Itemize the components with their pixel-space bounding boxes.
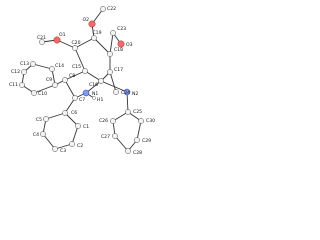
atom-label-c24: C24 — [121, 90, 130, 96]
atom-c7 — [72, 95, 78, 101]
bond-c18-c23 — [109, 32, 114, 55]
atom-c6 — [62, 110, 68, 116]
atom-c3 — [52, 146, 58, 152]
atom-o3 — [117, 40, 125, 48]
atom-c1 — [75, 123, 81, 129]
atom-c15 — [82, 68, 88, 74]
atom-c11 — [19, 82, 25, 88]
atom-c20 — [72, 45, 78, 51]
atom-label-c1: C1 — [83, 124, 89, 130]
atom-c18 — [107, 51, 113, 57]
atom-c10 — [31, 90, 37, 96]
bond-c27-c28 — [114, 135, 129, 152]
atom-label-o1: O1 — [59, 32, 66, 38]
bond-c20-c19 — [74, 37, 95, 49]
bond-c19-c18 — [93, 37, 111, 55]
atom-label-c4: C4 — [33, 132, 39, 138]
bond-c16-c15 — [84, 70, 102, 82]
atom-c25 — [125, 109, 131, 115]
atom-label-c15: C15 — [72, 64, 81, 70]
atom-label-c23: C23 — [117, 26, 126, 32]
atom-label-c7: C7 — [79, 97, 85, 103]
atom-c24 — [113, 89, 119, 95]
atom-label-o2: O2 — [82, 17, 89, 23]
atom-label-h1: H1 — [97, 97, 103, 103]
atom-c19 — [91, 35, 97, 41]
bond-c3-c4 — [42, 133, 56, 150]
atom-label-c20: C20 — [71, 40, 80, 46]
bond-c14-c13 — [32, 63, 53, 70]
atom-o1 — [53, 36, 61, 44]
atom-label-n2: N2 — [132, 91, 138, 97]
atom-label-n1: N1 — [92, 91, 98, 97]
bond-c15-c20 — [74, 47, 86, 72]
bond-n2-c25 — [126, 91, 129, 113]
atom-label-c8: C8 — [69, 73, 75, 79]
atom-c23 — [110, 30, 116, 36]
bond-c10-c9 — [33, 84, 56, 94]
atom-c9 — [52, 82, 58, 88]
atom-label-c26: C26 — [99, 118, 108, 124]
bond-c6-c1 — [64, 112, 79, 127]
atom-c30 — [138, 118, 144, 124]
atom-c21 — [39, 39, 45, 45]
atom-layer — [19, 6, 144, 154]
bond-c7-c8 — [64, 79, 76, 99]
atom-c13 — [30, 61, 36, 67]
bond-c7-c6 — [64, 97, 76, 114]
atom-label-c5: C5 — [36, 117, 42, 123]
atom-c5 — [43, 116, 49, 122]
atom-c16 — [98, 78, 104, 84]
bond-c5-c6 — [45, 112, 66, 120]
bond-c29-c30 — [136, 120, 142, 141]
atom-label-c30: C30 — [146, 118, 155, 124]
bond-c16-n2 — [100, 80, 128, 93]
atom-c27 — [112, 133, 118, 139]
atom-c29 — [134, 137, 140, 143]
atom-n1 — [82, 89, 90, 97]
atom-c2 — [69, 141, 75, 147]
atom-label-c10: C10 — [38, 91, 47, 97]
atom-label-c21: C21 — [37, 35, 46, 41]
bond-c15-c8 — [64, 70, 86, 81]
bond-c2-c3 — [54, 143, 73, 150]
atom-label-c28: C28 — [133, 150, 142, 156]
atom-label-c19: C19 — [92, 30, 101, 36]
atom-label-c3: C3 — [60, 148, 66, 154]
atom-label-c16: C16 — [89, 82, 98, 88]
atom-c14 — [49, 66, 55, 72]
atom-label-c25: C25 — [133, 109, 142, 115]
atom-c22 — [100, 6, 106, 12]
atom-label-c2: C2 — [77, 143, 83, 149]
atom-label-c9: C9 — [46, 77, 52, 83]
atom-c17 — [107, 69, 113, 75]
atom-c26 — [110, 118, 116, 124]
bond-c25-c26 — [112, 111, 129, 122]
atom-label-c12: C12 — [11, 69, 20, 75]
atom-label-o3: O3 — [126, 42, 133, 48]
atom-o2 — [88, 20, 96, 28]
atom-label-c13: C13 — [20, 61, 29, 67]
atom-label-c29: C29 — [142, 138, 151, 144]
atom-n2 — [123, 88, 131, 96]
bond-c17-c24 — [109, 71, 117, 93]
atom-c12 — [21, 69, 27, 75]
atom-label-c22: C22 — [107, 6, 116, 12]
atom-label-c14: C14 — [55, 63, 64, 69]
atom-c8 — [62, 77, 68, 83]
atom-label-c27: C27 — [101, 134, 110, 140]
atom-c4 — [40, 131, 46, 137]
atom-h1 — [92, 96, 96, 100]
atom-label-c11: C11 — [9, 82, 18, 88]
atom-c28 — [125, 148, 131, 154]
atom-label-c17: C17 — [114, 67, 123, 73]
atom-label-c6: C6 — [71, 110, 77, 116]
atom-label-c18: C18 — [114, 47, 123, 53]
bond-c1-c2 — [71, 125, 79, 145]
